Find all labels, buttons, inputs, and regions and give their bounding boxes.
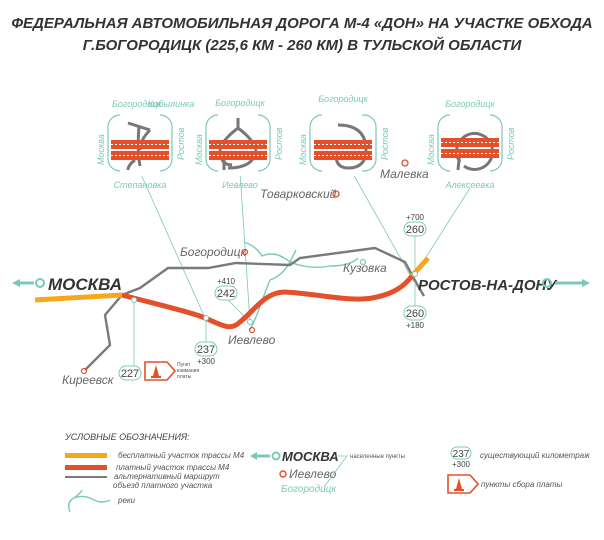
km-badge-260-south: 260 +180 <box>403 305 427 330</box>
interchange-2-bottom: Иевлево <box>222 180 257 190</box>
svg-text:+410: +410 <box>217 277 236 286</box>
interchange-stepanovka: Богородицк Кобылинка Москва Ростов Степа… <box>96 99 194 190</box>
legend-alt-2: объезд платного участка <box>113 481 213 490</box>
legend-settlements: населенные пункты <box>350 454 405 460</box>
interchange-1-right: Ростов <box>176 127 186 160</box>
interchange-1-top2: Кобылинка <box>148 99 194 109</box>
interchange-4-left: Москва <box>426 134 436 165</box>
arrow-right-icon <box>555 279 590 287</box>
legend-rivers: реки <box>117 496 136 505</box>
interchange-1-bottom: Степановка <box>114 180 167 190</box>
city-rostov: РОСТОВ-НА-ДОНУ <box>418 277 590 294</box>
toll-icon <box>144 361 176 381</box>
legend-place: Богородицк <box>281 484 337 495</box>
km-badge-227: 227 <box>118 365 142 381</box>
legend-alt-1: альтернативный маршрут <box>114 472 220 481</box>
town-kuzovka: Кузовка <box>343 261 387 275</box>
svg-text:227: 227 <box>121 368 139 380</box>
legend-free: бесплатный участок трассы М4 <box>118 451 245 460</box>
interchange-2-top: Богородицк <box>215 98 265 108</box>
legend-heading: УСЛОВНЫЕ ОБОЗНАЧЕНИЯ: <box>64 432 190 442</box>
town-kireevsk: Киреевск <box>62 373 115 387</box>
title-line-2: Г.БОГОРОДИЦК (225,6 КМ - 260 КМ) В ТУЛЬС… <box>83 36 523 54</box>
leader-lines <box>133 171 471 366</box>
legend-paid: платный участок трассы М4 <box>116 463 230 472</box>
legend-toll-icon <box>447 474 479 494</box>
arrow-left-icon <box>12 279 34 287</box>
svg-text:242: 242 <box>217 288 235 300</box>
alternative-route <box>121 246 426 297</box>
title-line-1: ФЕДЕРАЛЬНАЯ АВТОМОБИЛЬНАЯ ДОРОГА М-4 «ДО… <box>11 15 592 32</box>
interchange-3-left: Москва <box>298 134 308 165</box>
svg-text:260: 260 <box>406 308 424 320</box>
malevka-marker <box>401 159 409 167</box>
svg-text:+180: +180 <box>406 321 425 330</box>
interchange-1-left: Москва <box>96 134 106 165</box>
town-tovarkovsky: Товарковский <box>260 187 337 201</box>
interchange-3: Богородицк Москва Ростов <box>298 94 390 176</box>
svg-text:+300: +300 <box>197 357 216 366</box>
town-ievlevo: Иевлево <box>228 333 276 347</box>
svg-text:260: 260 <box>406 224 424 236</box>
km-badge-260-north: +700 260 <box>403 213 427 237</box>
svg-text:платы: платы <box>177 374 192 380</box>
legend-settlements-group: МОСКВА Иевлево Богородицк населенные пун… <box>250 449 405 495</box>
legend-town: Иевлево <box>289 467 337 481</box>
road-kireevsk <box>84 294 123 371</box>
interchange-2-right: Ростов <box>274 127 284 160</box>
city-moscow: МОСКВА <box>12 275 122 294</box>
legend-km-label: существующий километраж <box>480 451 590 460</box>
km-points <box>131 271 418 325</box>
legend-km: 237 <box>453 449 470 460</box>
tovarkovsky-marker <box>332 190 340 198</box>
legend-city: МОСКВА <box>282 449 339 464</box>
legend-arrow-icon <box>250 452 270 460</box>
legend: УСЛОВНЫЕ ОБОЗНАЧЕНИЯ: бесплатный участок… <box>64 432 590 513</box>
town-bogoroditsk: Богородицк <box>180 245 247 259</box>
free-section-west <box>34 292 123 303</box>
paid-section <box>121 274 414 330</box>
interchange-3-top: Богородицк <box>318 94 368 104</box>
river-legend-icon <box>67 489 111 513</box>
legend-toll: пункты сбора платы <box>481 480 563 489</box>
legend-km-plus: +300 <box>452 460 471 469</box>
svg-text:взимания: взимания <box>177 368 199 374</box>
svg-text:Пункт: Пункт <box>177 362 191 368</box>
svg-text:+700: +700 <box>406 213 425 222</box>
town-malevka: Малевка <box>380 167 429 181</box>
river <box>243 241 359 331</box>
toll-point: Пункт взимания платы <box>144 361 199 381</box>
interchange-4-top: Богородицк <box>445 99 495 109</box>
km-badge-237: 237 +300 <box>194 341 218 366</box>
city-rostov-label: РОСТОВ-НА-ДОНУ <box>418 277 558 294</box>
interchange-4-bottom: Алексеевка <box>445 180 495 190</box>
city-moscow-label: МОСКВА <box>48 275 122 294</box>
interchange-2-left: Москва <box>194 134 204 165</box>
km-badge-242: +410 242 <box>214 277 238 301</box>
interchange-3-right: Ростов <box>380 127 390 160</box>
interchange-alekseevka: Богородицк Москва Ростов Алексеевка <box>426 99 516 190</box>
interchange-4-right: Ростов <box>506 127 516 160</box>
interchange-1-top: Богородицк <box>112 99 162 109</box>
interchange-ievlevo: Богородицк Москва Ростов Иевлево <box>194 98 284 190</box>
svg-text:237: 237 <box>197 344 215 356</box>
